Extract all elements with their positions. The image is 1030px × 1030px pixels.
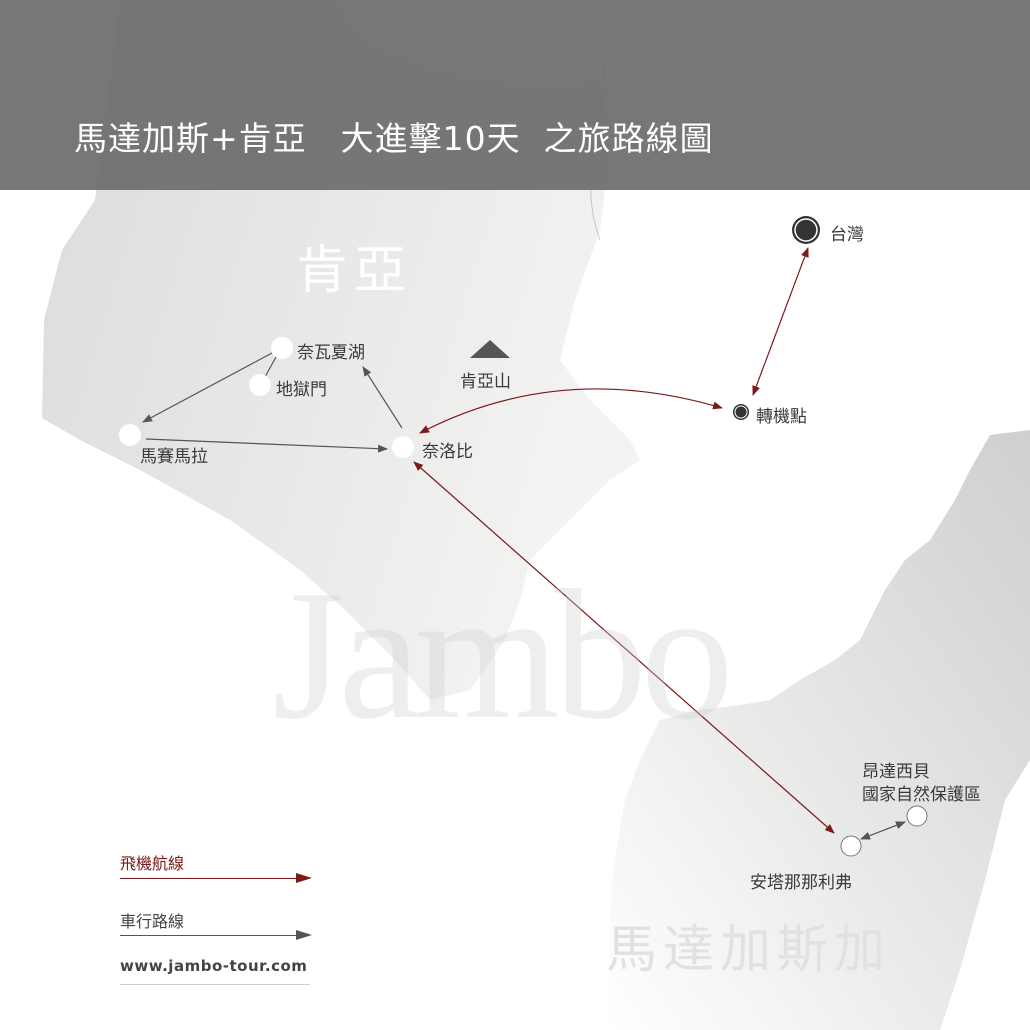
masaimara-marker [119,424,141,446]
naivasha-marker [271,337,293,359]
drive-route-masaimara-nairobi [145,438,388,453]
drive-route-naivasha-masaimara [142,352,273,423]
place-label-taiwan: 台灣 [830,225,864,245]
legend-flight-line [120,878,300,879]
country-label-kenya: 肯亞 [296,241,413,301]
place-label-andasibe-line2: 國家自然保護區 [862,785,981,805]
place-label-masaimara: 馬賽馬拉 [140,447,208,467]
page-title: 馬達加斯+肯亞 大進擊10天 之旅路線圖 [74,119,714,158]
legend-drive-line [120,935,300,936]
flight-route-transit-nairobi [419,388,723,434]
flight-route-nairobi-antananarivo [413,461,835,834]
drive-route-antananarivo-andasibe [860,821,906,840]
header-bar [0,0,1030,190]
legend-flight-label: 飛機航線 [120,854,185,873]
taiwan-marker [792,216,820,244]
legend-drive-arrow-icon [296,930,312,940]
andasibe-marker [906,805,928,827]
drive-route-nairobi-naivasha [362,366,403,429]
watermark: Jambo [272,552,734,758]
country-label-madagascar: 馬達加斯加 [606,921,892,980]
place-label-naivasha: 奈瓦夏湖 [297,343,365,363]
place-label-andasibe-line1: 昂達西貝 [862,762,930,782]
website-divider [120,984,310,985]
place-label-antananarivo: 安塔那那利弗 [750,873,852,893]
hellsgate-marker [249,374,271,396]
antananarivo-marker [840,835,862,857]
place-label-mountkenya: 肯亞山 [460,372,511,392]
place-label-nairobi: 奈洛比 [422,442,473,462]
place-label-transit: 轉機點 [756,407,807,427]
legend-drive-label: 車行路線 [120,912,185,931]
flight-route-taiwan-transit [752,247,809,396]
place-label-hellsgate: 地獄門 [276,380,327,400]
website-link[interactable]: www.jambo-tour.com [120,957,308,975]
mount-kenya-icon [470,340,510,358]
legend-flight-arrow-icon [296,873,312,883]
nairobi-marker [392,436,414,458]
drive-route-naivasha-hellsgate [264,356,277,378]
